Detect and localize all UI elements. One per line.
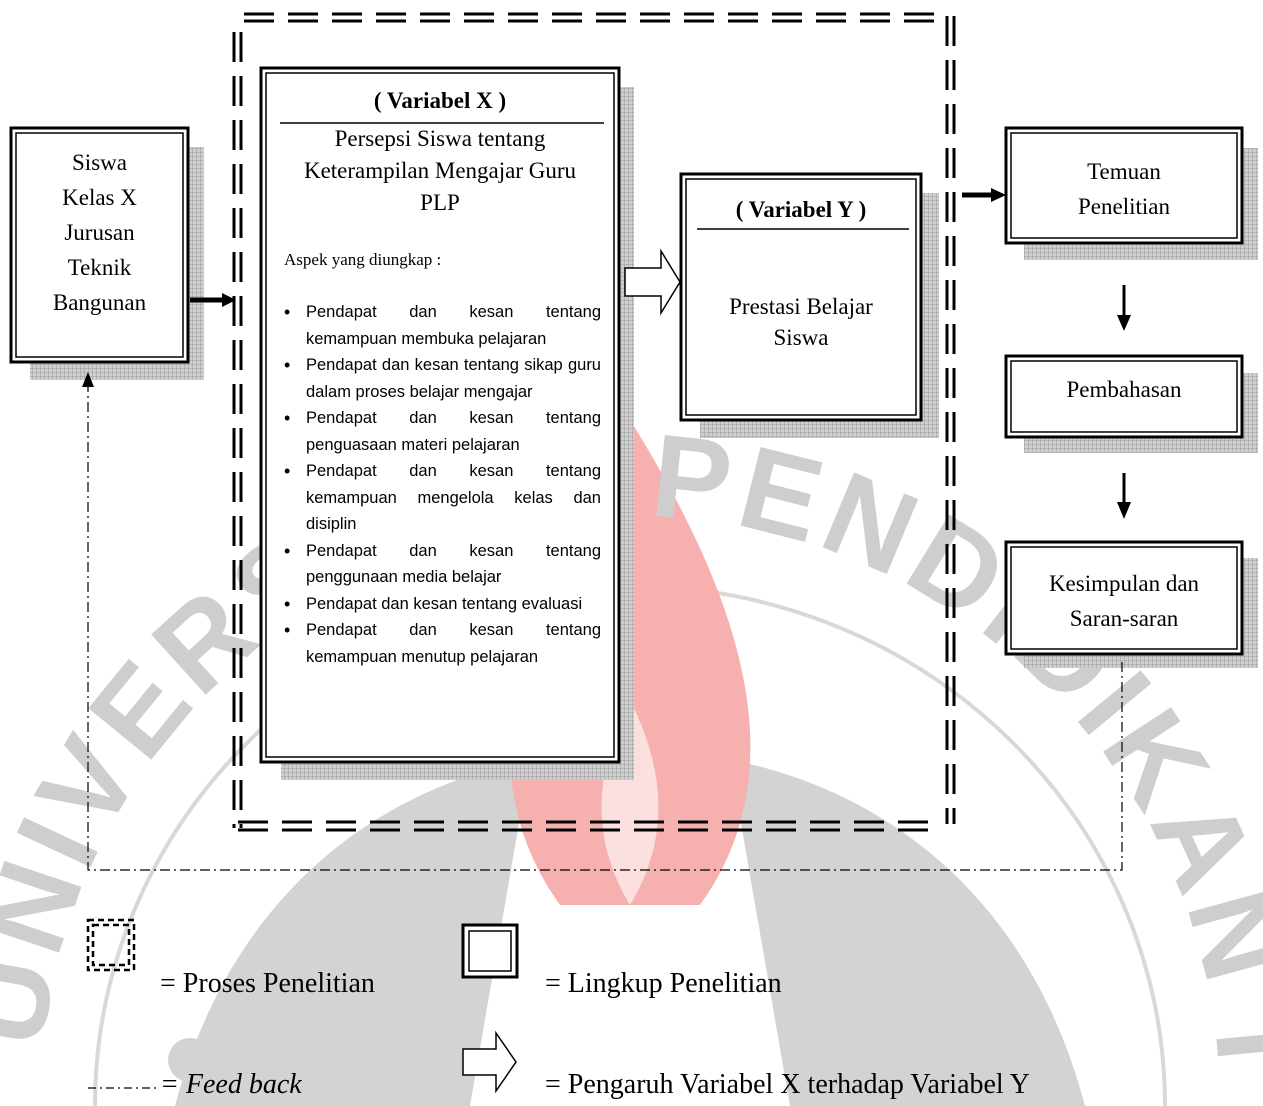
pembahasan-box: Pembahasan xyxy=(1013,372,1235,407)
aspect-item: Pendapat dan kesan tentang evaluasi xyxy=(284,591,601,618)
legend-pengaruh-label: = Pengaruh Variabel X terhadap Variabel … xyxy=(545,1069,1030,1100)
aspect-item: Pendapat dan kesan tentang kemampuan men… xyxy=(284,617,601,670)
feedback-arrowhead xyxy=(82,372,94,387)
siswa-line: Kelas X xyxy=(62,185,137,210)
variabel-y-text: Prestasi Belajar Siswa xyxy=(688,291,914,353)
variabel-y-line: Siswa xyxy=(773,325,829,350)
pembahasan-line: Pembahasan xyxy=(1066,377,1182,402)
temuan-line: Temuan xyxy=(1087,159,1161,184)
watermark-right-wing xyxy=(730,760,1085,1106)
aspect-item: Pendapat dan kesan tentang sikap guru da… xyxy=(284,352,601,405)
legend-influence-symbol xyxy=(462,1030,517,1094)
watermark-left-wing xyxy=(175,760,530,1106)
siswa-line: Bangunan xyxy=(52,290,147,315)
aspect-item: Pendapat dan kesan tentang kemampuan mem… xyxy=(284,299,601,352)
legend-scope-symbol xyxy=(461,923,519,979)
flow-arrows xyxy=(190,188,1131,519)
aspect-heading: Aspek yang diungkap : xyxy=(284,250,442,269)
aspect-item: Pendapat dan kesan tentang penguasaan ma… xyxy=(284,405,601,458)
process-frame xyxy=(232,12,956,832)
legend-process-symbol xyxy=(86,918,136,972)
variabel-x-title-line: Persepsi Siswa tentang xyxy=(334,126,546,151)
aspect-item: Pendapat dan kesan tentang kemampuan men… xyxy=(284,458,601,538)
variabel-x-title-line: PLP xyxy=(420,190,460,215)
legend-symbols xyxy=(86,918,519,1094)
aspect-list: Pendapat dan kesan tentang kemampuan mem… xyxy=(284,299,601,670)
feedback-line xyxy=(87,385,1123,871)
kesimpulan-box: Kesimpulan dan Saran-saran xyxy=(1013,566,1235,636)
aspect-item: Pendapat dan kesan tentang penggunaan me… xyxy=(284,538,601,591)
siswa-line: Siswa xyxy=(72,150,127,175)
temuan-box: Temuan Penelitian xyxy=(1013,154,1235,224)
variabel-x-heading: ( Variabel X ) xyxy=(373,88,507,113)
variabel-x-title: Persepsi Siswa tentang Keterampilan Meng… xyxy=(268,123,612,219)
kesimpulan-line: Kesimpulan dan xyxy=(1048,571,1200,596)
siswa-line: Jurusan xyxy=(64,220,135,245)
watermark-dot-left xyxy=(168,1038,212,1082)
variabel-y-line: Prestasi Belajar xyxy=(729,294,873,319)
siswa-line: Teknik xyxy=(67,255,132,280)
legend-proses-label: = Proses Penelitian xyxy=(160,968,375,999)
watermark-dot-right xyxy=(978,1038,1022,1082)
influence-arrow xyxy=(624,248,681,316)
temuan-line: Penelitian xyxy=(1078,194,1170,219)
siswa-box: Siswa Kelas X Jurusan Teknik Bangunan xyxy=(18,145,181,320)
variabel-x-title-line: Keterampilan Mengajar Guru xyxy=(303,158,577,183)
legend-feedback-label: = Feed back xyxy=(160,1069,302,1100)
kesimpulan-line: Saran-saran xyxy=(1069,606,1179,631)
variabel-y-heading: ( Variabel Y ) xyxy=(735,197,867,222)
legend-lingkup-label: = Lingkup Penelitian xyxy=(545,968,782,999)
